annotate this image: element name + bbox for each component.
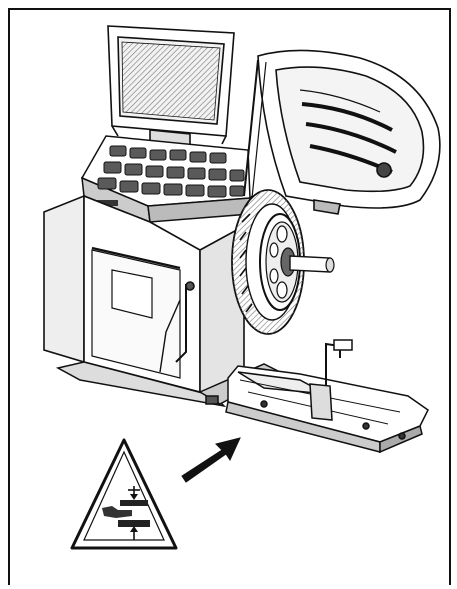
crush-hazard-warning-icon [70, 438, 178, 550]
wheel-lift-rail [225, 339, 429, 454]
cabinet-body [43, 194, 245, 394]
monitor [107, 25, 235, 151]
wheel [231, 189, 335, 335]
figure-border [8, 8, 451, 585]
pointer-arrow [181, 437, 241, 483]
weight-tray [80, 135, 251, 224]
wheel-guard [243, 49, 441, 215]
